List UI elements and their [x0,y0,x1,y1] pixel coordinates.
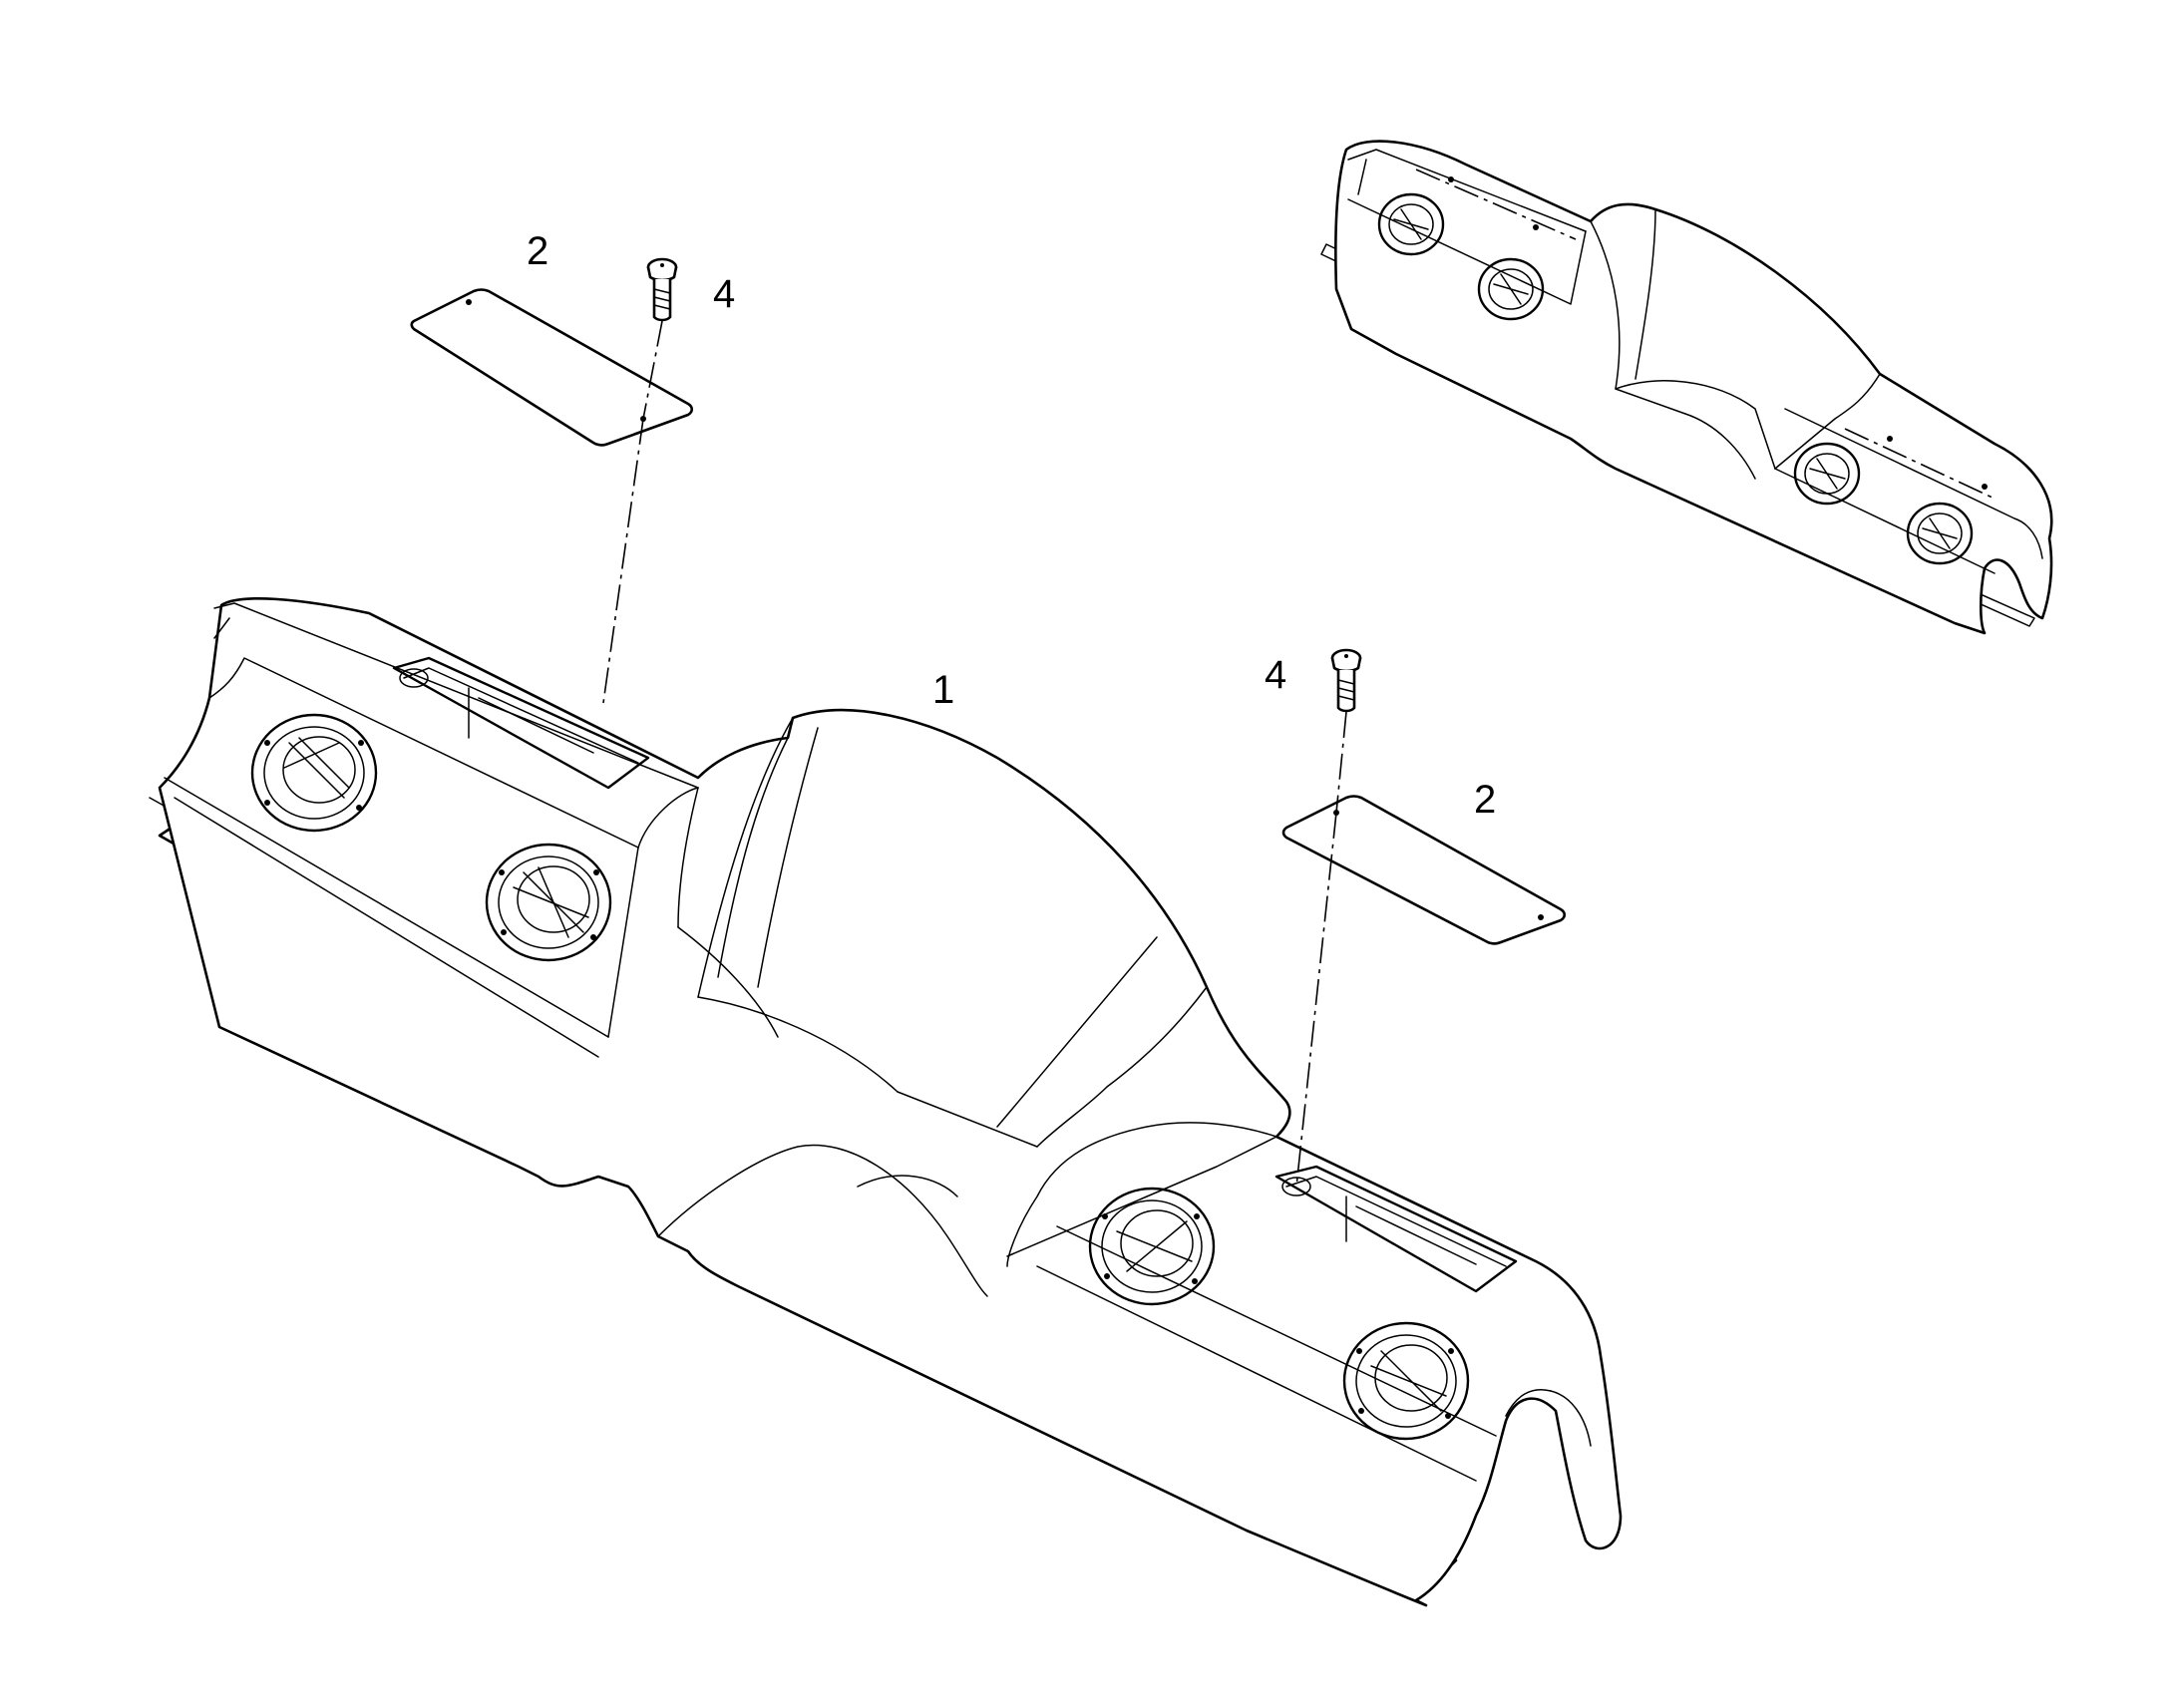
screw-right-icon [1332,650,1360,711]
console-body-icon [160,598,1621,1605]
callout-4-left: 4 [713,272,735,316]
thumbnail-console-body-icon [1335,142,2051,633]
vent-left-2-icon [487,845,610,960]
vent-left-1-icon [252,715,376,831]
vent-right-1-icon [1090,1189,1214,1304]
callout-4-right: 4 [1265,653,1286,697]
screw-left-icon [648,259,676,320]
assembled-view-thumbnail [1321,142,2051,633]
cover-plate-right-icon [1283,797,1565,944]
main-console-assembly [150,598,1621,1605]
callout-2-left: 2 [527,229,548,273]
cover-plate-left-icon [412,290,692,446]
callout-2-right: 2 [1474,778,1496,822]
vent-right-2-icon [1344,1323,1468,1439]
callout-1: 1 [932,668,954,712]
leader-lines [603,321,1346,1187]
